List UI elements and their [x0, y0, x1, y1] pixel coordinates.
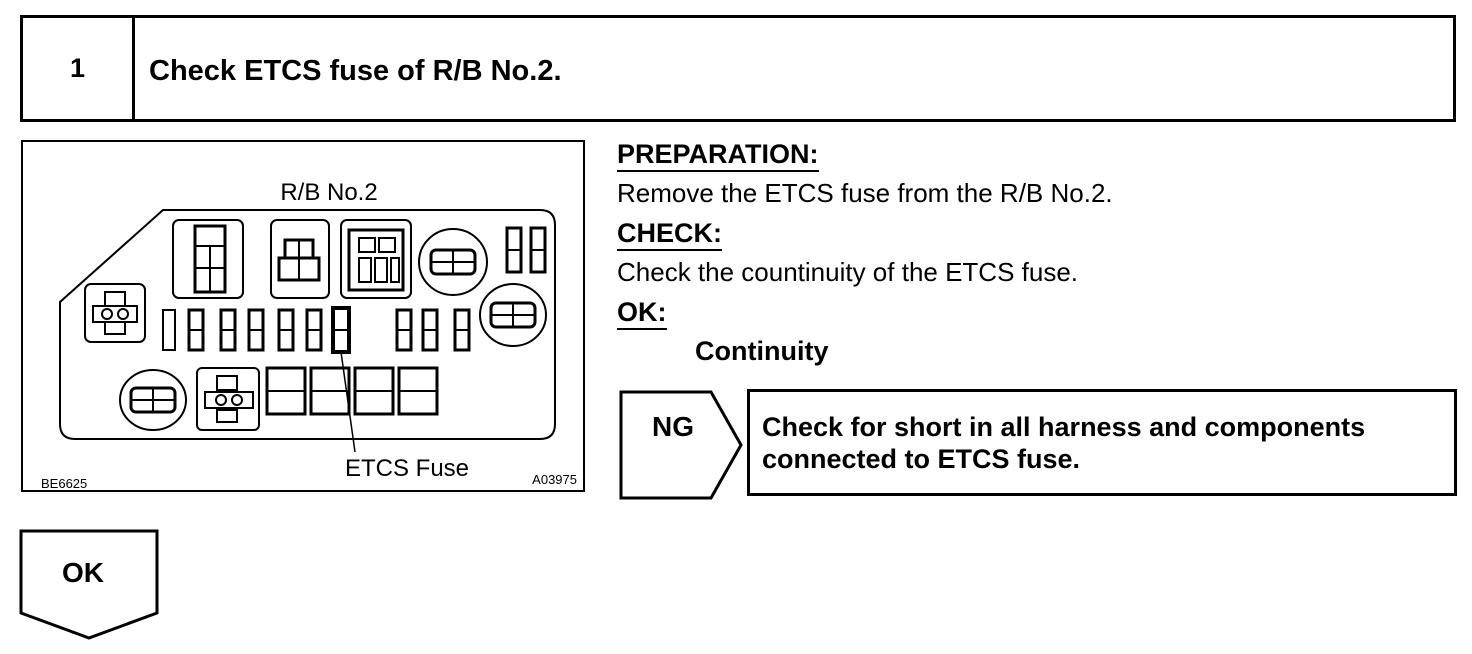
ok-arrow	[19, 529, 159, 640]
ng-action-line1: Check for short in all harness and compo…	[762, 412, 1366, 442]
preparation-text: Remove the ETCS fuse from the R/B No.2.	[617, 178, 1113, 208]
relay-block-figure: R/B No.2 ETCS Fuse BE6625 A03975	[21, 140, 585, 492]
step-title: Check ETCS fuse of R/B No.2.	[149, 55, 562, 87]
ok-label: OK	[62, 557, 104, 588]
etcs-fuse-callout: ETCS Fuse	[345, 455, 469, 482]
ng-action-box: Check for short in all harness and compo…	[747, 389, 1457, 496]
step-number: 1	[23, 18, 135, 119]
ok-value: Continuity	[695, 336, 829, 366]
ng-label: NG	[652, 411, 694, 442]
check-text: Check the countinuity of the ETCS fuse.	[617, 257, 1079, 287]
figure-code-right: A03975	[532, 472, 577, 487]
figure-caption: R/B No.2	[280, 179, 377, 206]
ok-heading: OK:	[617, 297, 667, 330]
figure-code-left: BE6625	[41, 476, 87, 491]
ng-arrow	[619, 390, 743, 500]
ng-action-line2: connected to ETCS fuse.	[762, 444, 1081, 474]
preparation-heading: PREPARATION:	[617, 139, 819, 172]
check-heading: CHECK:	[617, 218, 722, 251]
relay-block-diagram: R/B No.2 ETCS Fuse BE6625 A03975	[41, 179, 577, 491]
step-header: 1 Check ETCS fuse of R/B No.2.	[20, 15, 1456, 122]
